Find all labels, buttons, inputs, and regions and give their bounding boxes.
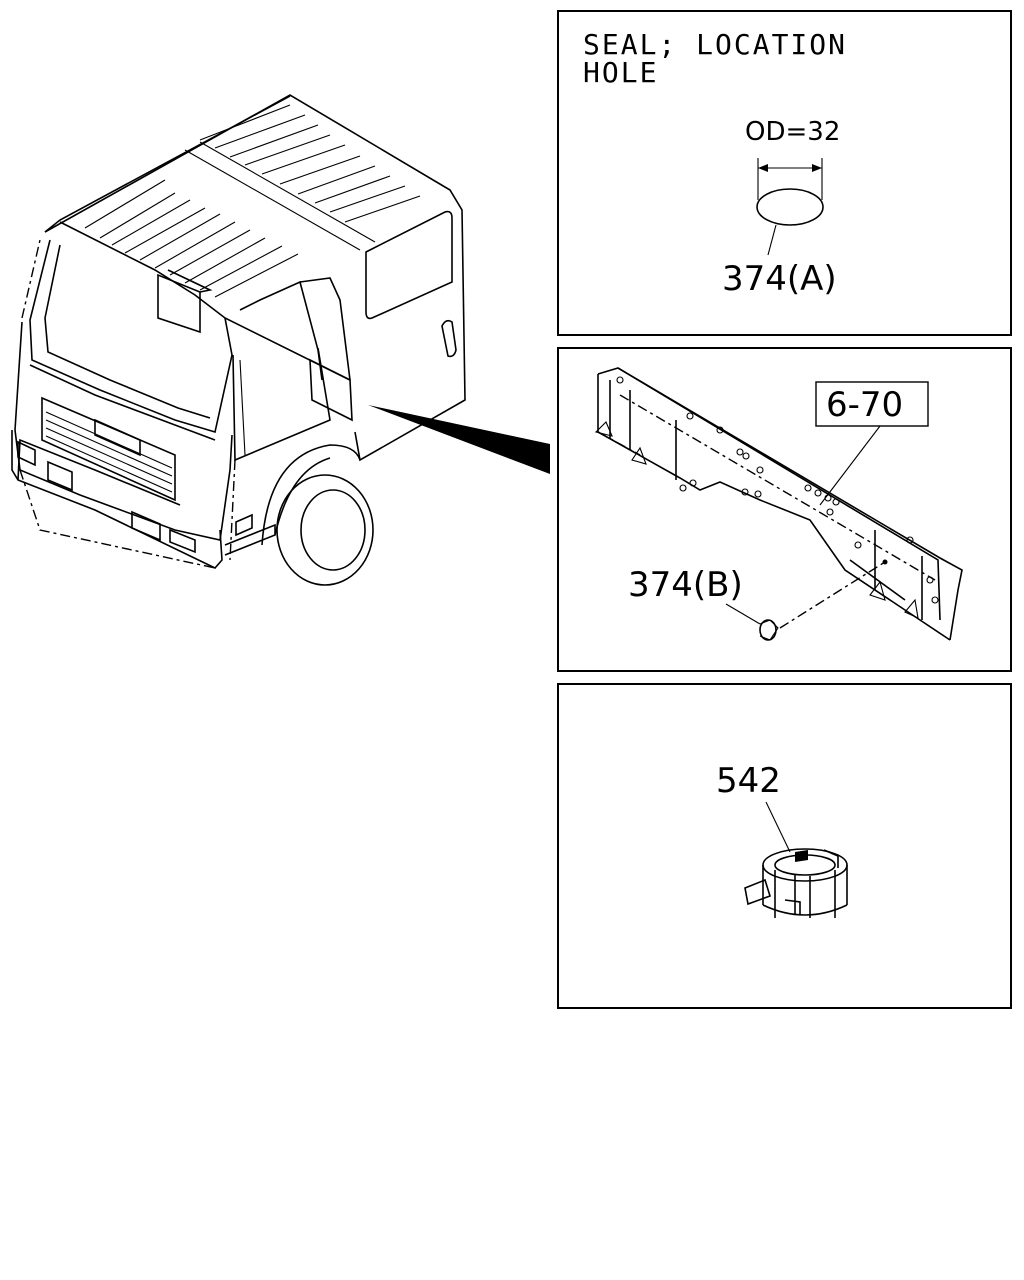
reference-box	[815, 381, 929, 427]
seal-hole-oval	[756, 188, 824, 226]
heading-line-1: SEAL; LOCATION	[583, 28, 847, 61]
part-label-374b: 374(B)	[628, 565, 743, 605]
dimension-label: OD=32	[745, 117, 840, 147]
panel-frame-rail: 6-70 374(B)	[557, 347, 1012, 672]
heading-line-2: HOLE	[583, 56, 658, 89]
seal-plug	[759, 619, 777, 641]
reference-label: 6-70	[826, 385, 903, 425]
callout-pointer	[368, 405, 550, 474]
part-label-374a: 374(A)	[722, 259, 837, 299]
clip-part	[744, 848, 848, 918]
panel-clip: 542	[557, 683, 1012, 1009]
part-label-542: 542	[716, 761, 781, 801]
truck-cab-drawing	[11, 94, 550, 586]
panel-seal-location: SEAL; LOCATION HOLE OD=32 374(A)	[557, 10, 1012, 336]
